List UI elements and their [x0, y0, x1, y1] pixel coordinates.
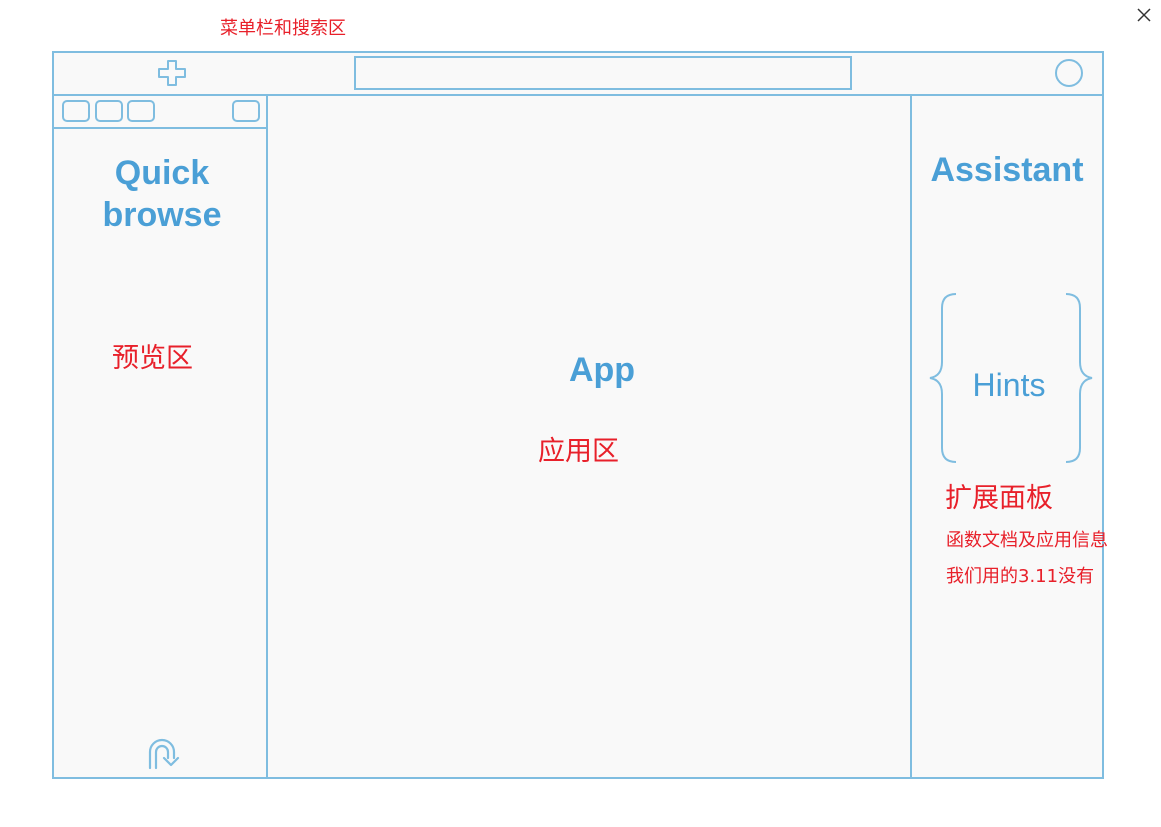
assistant-label: Assistant — [930, 151, 1084, 189]
tab-4[interactable] — [232, 100, 260, 122]
tab-3[interactable] — [127, 100, 155, 122]
quick-browse-label: Quick browse — [62, 152, 262, 236]
annotation-app-area: 应用区 — [538, 436, 619, 467]
quick-browse-line2: browse — [102, 196, 222, 234]
annotation-menu-search: 菜单栏和搜索区 — [220, 18, 346, 39]
tabstrip-divider — [52, 127, 267, 129]
search-input[interactable] — [354, 56, 852, 90]
plus-icon[interactable] — [155, 58, 189, 88]
quick-browse-line1: Quick — [114, 154, 210, 192]
close-icon[interactable] — [1133, 4, 1155, 26]
tab-1[interactable] — [62, 100, 90, 122]
tab-2[interactable] — [95, 100, 123, 122]
annotation-version-note: 我们用的3.11没有 — [946, 566, 1095, 587]
circle-icon[interactable] — [1055, 59, 1083, 87]
right-panel-divider — [910, 94, 912, 779]
hints-label: Hints — [972, 367, 1046, 403]
annotation-doc-info: 函数文档及应用信息 — [946, 530, 1108, 551]
hints-braces — [929, 293, 1093, 463]
annotation-extension-panel: 扩展面板 — [945, 483, 1053, 514]
refresh-icon[interactable] — [144, 734, 180, 772]
annotation-preview: 预览区 — [112, 343, 193, 374]
left-panel-divider — [266, 94, 268, 779]
app-label: App — [568, 351, 636, 389]
menubar-divider — [52, 94, 1104, 96]
wireframe-window — [52, 51, 1104, 779]
